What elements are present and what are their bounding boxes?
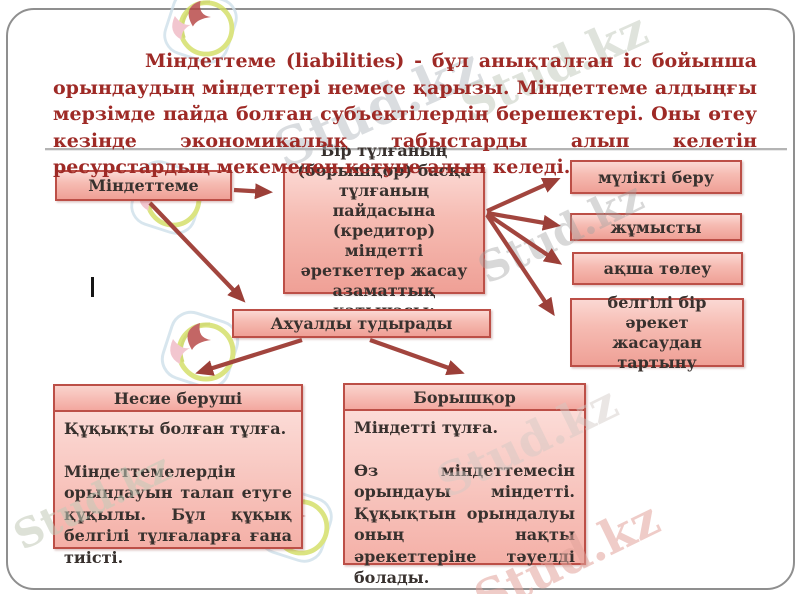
action-label: жұмысты: [610, 217, 702, 237]
creates-situation-box: Ахуалды тудырады: [232, 309, 491, 338]
action-box-refrain: белгілі бір әрекет жасаудан тартыну: [570, 293, 744, 372]
debtor-header: Борышқор: [345, 385, 584, 411]
creditor-body: Құқықты болған тұлға. Міндеттемелердін о…: [55, 412, 301, 568]
debtor-body: Міндетті тұлға. Өз міндеттемесін орындау…: [345, 411, 584, 589]
creditor-para2: Міндеттемелердін орындауын талап етуге қ…: [64, 461, 292, 567]
text-cursor: [91, 277, 94, 297]
slide-title: Міндеттеме (liabilities) - бұл анықталға…: [53, 50, 757, 178]
creates-label: Ахуалды тудырады: [270, 314, 453, 333]
debtor-para1: Міндетті тұлға.: [354, 418, 499, 437]
creditor-header: Несие беруші: [55, 386, 301, 412]
debtor-box: Борышқор Міндетті тұлға. Өз міндеттемесі…: [343, 383, 586, 587]
action-label: белгілі бір әрекет жасаудан тартыну: [607, 292, 707, 372]
action-label: мүлікті беру: [598, 167, 714, 187]
action-box-work: жұмысты: [570, 213, 742, 241]
debtor-para2: Өз міндеттемесін орындауы міндетті. Құқы…: [354, 460, 575, 588]
title-divider: [45, 148, 787, 151]
action-label: ақша төлеу: [603, 259, 712, 278]
definition-box: Бір тұлғаның (борышқор) басқа тұлғаның п…: [283, 141, 485, 320]
creditor-para1: Құқықты болған тұлға.: [64, 419, 287, 438]
creditor-box: Несие беруші Құқықты болған тұлға. Мінде…: [53, 384, 303, 567]
action-box-pay-money: ақша төлеу: [572, 252, 743, 285]
slide-border: [6, 8, 795, 590]
action-box-give-property: мүлікті беру: [570, 160, 742, 194]
